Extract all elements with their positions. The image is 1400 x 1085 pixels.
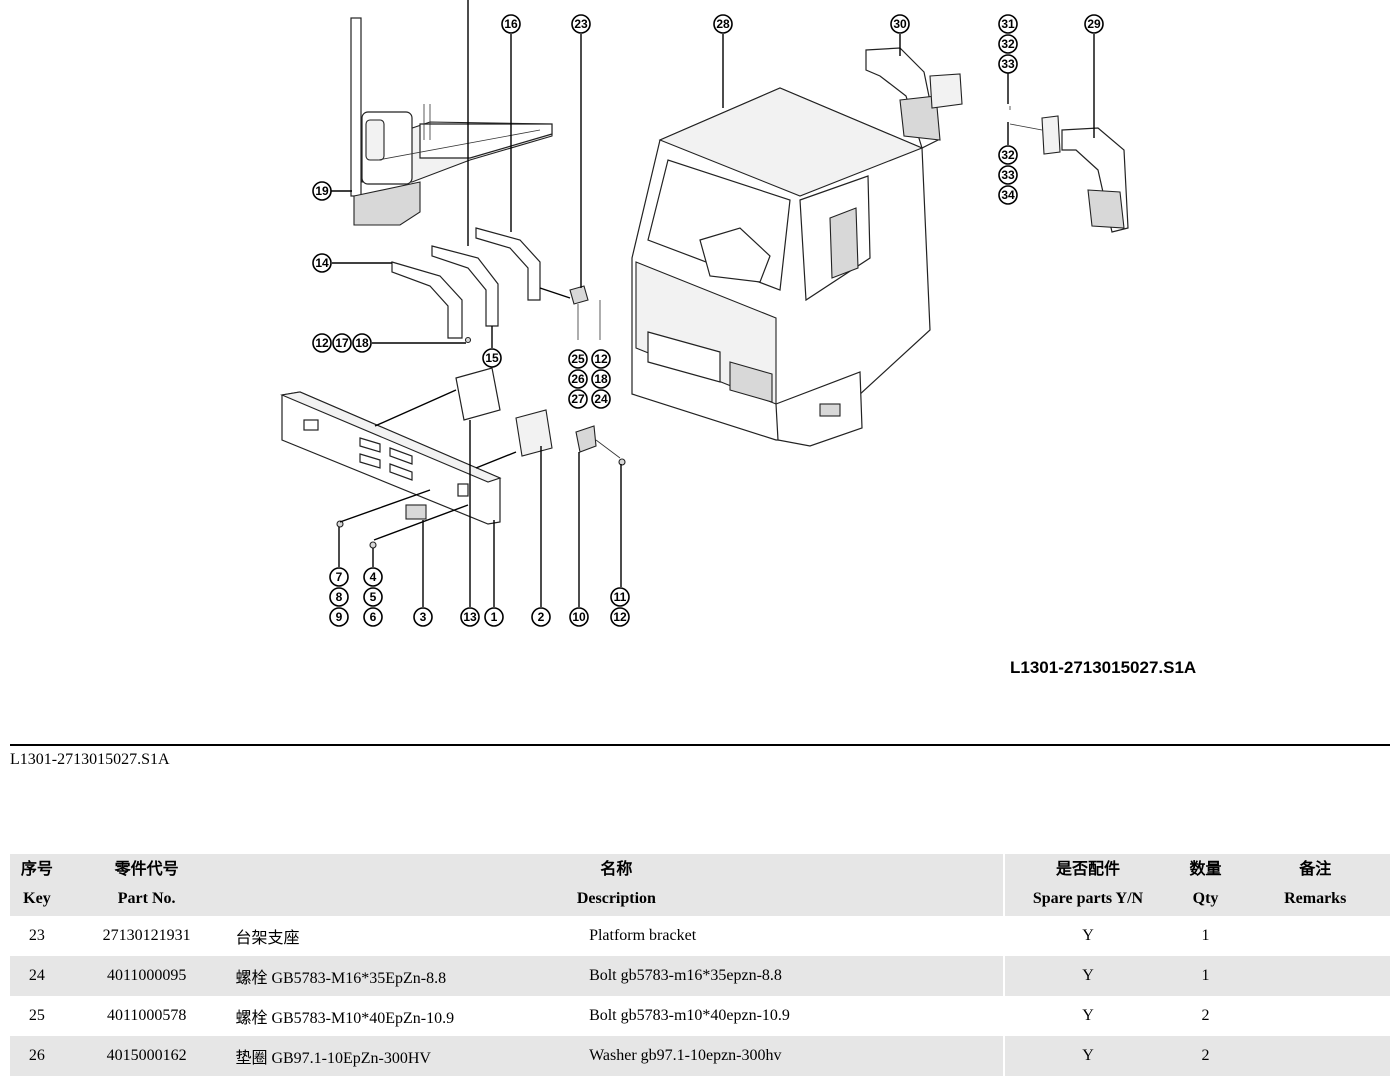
svg-text:14: 14 — [315, 256, 329, 270]
table-row: 24 4011000095 螺栓 GB5783-M16*35EpZn-8.8 B… — [10, 956, 1390, 996]
callout-12: 12 — [312, 333, 332, 353]
callout-2: 2 — [531, 607, 551, 627]
callout-28: 28 — [713, 14, 733, 34]
reference-code: L1301-2713015027.S1A — [10, 751, 170, 768]
bumper-beam-drawing — [280, 391, 502, 525]
svg-text:12: 12 — [613, 610, 627, 624]
leader-lines — [331, 0, 1095, 607]
svg-text:10: 10 — [572, 610, 586, 624]
callout-33: 33 — [998, 165, 1018, 185]
callout-4: 4 — [363, 567, 383, 587]
callout-34: 34 — [998, 185, 1018, 205]
callout-27: 27 — [568, 389, 588, 409]
platform-assembly-drawing — [350, 17, 553, 226]
callout-32: 32 — [998, 34, 1018, 54]
svg-text:13: 13 — [463, 610, 477, 624]
table-row: 26 4015000162 垫圈 GB97.1-10EpZn-300HV Was… — [10, 1036, 1390, 1076]
svg-text:5: 5 — [370, 590, 377, 604]
mudguards-drawing — [865, 47, 1129, 233]
callout-13: 13 — [460, 607, 480, 627]
callout-1: 1 — [484, 607, 504, 627]
svg-text:31: 31 — [1001, 17, 1015, 31]
svg-text:12: 12 — [594, 352, 608, 366]
callout-23: 23 — [571, 14, 591, 34]
callout-16: 16 — [501, 14, 521, 34]
callout-12: 12 — [610, 607, 630, 627]
svg-text:7: 7 — [336, 570, 343, 584]
callout-26: 26 — [568, 369, 588, 389]
svg-text:15: 15 — [485, 351, 499, 365]
svg-text:28: 28 — [716, 17, 730, 31]
svg-text:32: 32 — [1001, 148, 1015, 162]
svg-text:29: 29 — [1087, 17, 1101, 31]
callout-11: 11 — [610, 587, 630, 607]
callout-18: 18 — [591, 369, 611, 389]
svg-text:2: 2 — [538, 610, 545, 624]
svg-text:3: 3 — [420, 610, 427, 624]
callout-6: 6 — [363, 607, 383, 627]
svg-text:17: 17 — [335, 336, 349, 350]
callout-32: 32 — [998, 145, 1018, 165]
table-row: 23 27130121931 台架支座 Platform bracket Y 1 — [10, 916, 1390, 956]
svg-text:11: 11 — [614, 590, 627, 604]
callout-10: 10 — [569, 607, 589, 627]
step-brackets-drawing — [391, 227, 601, 340]
svg-text:18: 18 — [355, 336, 369, 350]
svg-text:9: 9 — [336, 610, 343, 624]
mounting-plates-drawing — [455, 367, 621, 459]
drawing-code: L1301-2713015027.S1A — [1010, 658, 1197, 677]
exploded-parts-diagram: 16 23 28 30 31 32 33 29 19 32 33 34 14 1… — [280, 0, 1129, 627]
svg-text:30: 30 — [893, 17, 907, 31]
callout-29: 29 — [1084, 14, 1104, 34]
callout-5: 5 — [363, 587, 383, 607]
svg-text:27: 27 — [571, 392, 585, 406]
callout-12: 12 — [591, 349, 611, 369]
callout-33: 33 — [998, 54, 1018, 74]
callout-30: 30 — [890, 14, 910, 34]
fasteners-drawing — [336, 336, 626, 549]
callout-8: 8 — [329, 587, 349, 607]
callout-3: 3 — [413, 607, 433, 627]
svg-text:6: 6 — [370, 610, 377, 624]
callout-18: 18 — [352, 333, 372, 353]
svg-text:18: 18 — [594, 372, 608, 386]
table-row: 25 4011000578 螺栓 GB5783-M10*40EpZn-10.9 … — [10, 996, 1390, 1036]
svg-text:33: 33 — [1001, 57, 1015, 71]
svg-text:32: 32 — [1001, 37, 1015, 51]
svg-text:19: 19 — [315, 184, 329, 198]
callout-17: 17 — [332, 333, 352, 353]
callout-24: 24 — [591, 389, 611, 409]
callout-7: 7 — [329, 567, 349, 587]
svg-text:8: 8 — [336, 590, 343, 604]
callout-14: 14 — [312, 253, 332, 273]
callout-25: 25 — [568, 349, 588, 369]
divider — [10, 744, 1390, 746]
callout-15: 15 — [482, 348, 502, 368]
svg-text:33: 33 — [1001, 168, 1015, 182]
svg-text:24: 24 — [594, 392, 608, 406]
cab-drawing — [631, 87, 931, 447]
svg-text:12: 12 — [315, 336, 329, 350]
svg-text:23: 23 — [574, 17, 588, 31]
svg-text:4: 4 — [370, 570, 377, 584]
svg-text:16: 16 — [504, 17, 518, 31]
callout-19: 19 — [312, 181, 332, 201]
svg-text:1: 1 — [491, 610, 498, 624]
callout-31: 31 — [998, 14, 1018, 34]
svg-text:26: 26 — [571, 372, 585, 386]
svg-text:25: 25 — [571, 352, 585, 366]
svg-text:34: 34 — [1001, 188, 1015, 202]
callout-9: 9 — [329, 607, 349, 627]
